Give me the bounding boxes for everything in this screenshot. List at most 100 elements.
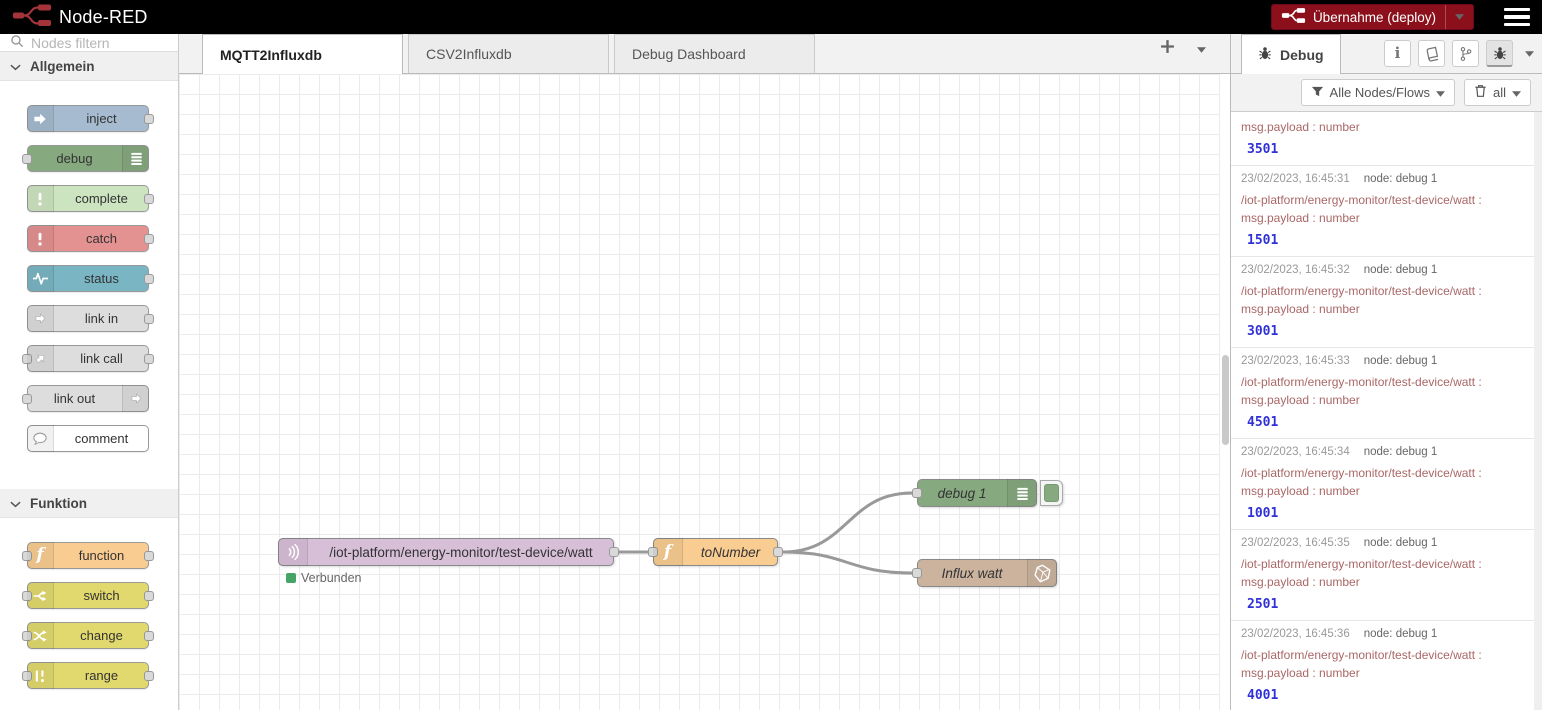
palette-node-link-in[interactable]: link in [27, 305, 154, 332]
node-port-output [144, 671, 154, 681]
deploy-separator [1445, 5, 1446, 29]
pulse-icon [27, 265, 54, 292]
chevron-down-icon [1512, 85, 1521, 100]
flow-node-mqtt-in[interactable]: /iot-platform/energy-monitor/test-device… [278, 538, 619, 566]
message-property: msg.payload : number [1241, 484, 1360, 498]
inject-icon [27, 105, 54, 132]
node-port-output [144, 234, 154, 244]
debug-clear-button[interactable]: all [1463, 79, 1531, 106]
palette-node-comment[interactable]: comment [27, 425, 149, 452]
debug-clear-label: all [1492, 85, 1506, 100]
canvas-scrollbar[interactable] [1220, 74, 1230, 710]
filter-funnel-icon [1311, 85, 1324, 101]
sidebar-info-button[interactable]: i [1384, 40, 1411, 67]
node-status: Verbunden [286, 571, 361, 585]
flow-canvas[interactable]: /iot-platform/energy-monitor/test-device… [179, 74, 1230, 710]
palette-node-link-call[interactable]: link call [22, 345, 154, 372]
palette-node-change[interactable]: change [22, 622, 154, 649]
palette-search[interactable] [0, 34, 178, 52]
node-port-output [609, 547, 619, 557]
sidebar-scrollbar[interactable] [1534, 112, 1542, 710]
node-label: toNumber [700, 544, 761, 560]
node-label: debug 1 [937, 485, 987, 501]
deploy-label: Übernahme (deploy) [1312, 9, 1436, 25]
node-port-output [773, 547, 783, 557]
node-port-input [22, 394, 32, 404]
link-call-icon [27, 345, 54, 372]
deploy-icon [1281, 7, 1306, 27]
chevron-down-icon [1435, 85, 1445, 100]
message-value: 2501 [1247, 597, 1279, 612]
debug-filter-button[interactable]: Alle Nodes/Flows [1300, 79, 1455, 106]
message-timestamp: 23/02/2023, 16:45:33 [1241, 355, 1350, 367]
canvas-scrollbar-thumb[interactable] [1221, 355, 1229, 445]
add-flow-button[interactable] [1160, 39, 1175, 57]
influxdb-icon [1027, 559, 1057, 587]
sidebar-debug-button[interactable] [1486, 40, 1513, 67]
palette-node-link-out[interactable]: link out [22, 385, 149, 412]
debug-filterbar: Alle Nodes/Flows all [1231, 74, 1542, 112]
palette-category-funktion[interactable]: Funktion [0, 489, 178, 518]
node-port-input [22, 154, 32, 164]
node-red-logo-icon [12, 3, 52, 31]
message-value: 1501 [1247, 233, 1279, 248]
message-value: 4001 [1247, 688, 1279, 703]
palette-node-switch[interactable]: switch [22, 582, 154, 609]
chevron-down-icon [10, 58, 21, 74]
palette-search-input[interactable] [31, 34, 161, 51]
hamburger-icon [1504, 22, 1530, 27]
list-icon [1007, 479, 1037, 507]
message-topic: /iot-platform/energy-monitor/test-device… [1241, 557, 1482, 571]
node-port-output [144, 194, 154, 204]
node-port-output [144, 114, 154, 124]
exclamation-icon [27, 225, 54, 252]
flow-node-debug-1[interactable]: debug 1 [912, 479, 1037, 507]
deploy-options-chevron-icon[interactable] [1455, 14, 1464, 20]
message-topic: /iot-platform/energy-monitor/test-device… [1241, 466, 1482, 480]
palette-category-allgemein[interactable]: Allgemein [0, 52, 178, 81]
wire-to-number-to-debug-1[interactable] [781, 491, 914, 554]
palette-node-catch[interactable]: catch [27, 225, 154, 252]
debug-enable-toggle[interactable] [1040, 480, 1063, 506]
palette-node-debug[interactable]: debug [22, 145, 149, 172]
message-timestamp: 23/02/2023, 16:45:32 [1241, 264, 1350, 276]
palette-node-complete[interactable]: complete [27, 185, 154, 212]
deploy-button[interactable]: Übernahme (deploy) [1270, 4, 1474, 30]
main-menu-button[interactable] [1504, 7, 1530, 27]
workspace-tab-debug-dashboard[interactable]: Debug Dashboard [614, 34, 815, 73]
message-timestamp: 23/02/2023, 16:45:35 [1241, 537, 1350, 549]
flow-list-chevron-icon[interactable] [1197, 40, 1206, 56]
sidebar-help-button[interactable] [1418, 40, 1445, 67]
message-value: 4501 [1247, 415, 1279, 430]
workspace-tab-csv2influxdb[interactable]: CSV2Influxdb [408, 34, 609, 73]
message-source-node: node: debug 1 [1363, 628, 1438, 640]
sidebar-tab-debug-label: Debug [1280, 46, 1324, 63]
status-connected-icon [286, 573, 296, 583]
sidebar-expand-chevron-icon[interactable] [1525, 50, 1534, 57]
node-red-logo: Node-RED [12, 3, 148, 31]
palette-node-inject[interactable]: inject [27, 105, 154, 132]
palette-node-range[interactable]: range [22, 662, 154, 689]
node-palette: Allgemein inject debug complete catch status l… [0, 34, 179, 710]
wire-to-number-to-influx-watt[interactable] [781, 550, 914, 575]
message-source-node: node: debug 1 [1363, 537, 1438, 549]
message-value: 3501 [1247, 142, 1279, 157]
change-icon [27, 622, 54, 649]
message-property: msg.payload : number [1241, 120, 1360, 134]
node-port-input [912, 568, 922, 578]
node-port-input [22, 591, 32, 601]
message-property: msg.payload : number [1241, 211, 1360, 225]
sidebar-tab-debug[interactable]: Debug [1241, 34, 1341, 74]
sidebar: Debug i Alle Nodes/Flows all [1230, 34, 1542, 710]
node-port-input [22, 551, 32, 561]
sidebar-config-nodes-button[interactable] [1452, 40, 1479, 67]
node-port-input [22, 354, 32, 364]
flow-node-influx-watt[interactable]: Influx watt [912, 559, 1057, 587]
palette-node-status[interactable]: status [27, 265, 154, 292]
workspace-tab-mqtt2influxdb[interactable]: MQTT2Influxdb [202, 34, 403, 74]
